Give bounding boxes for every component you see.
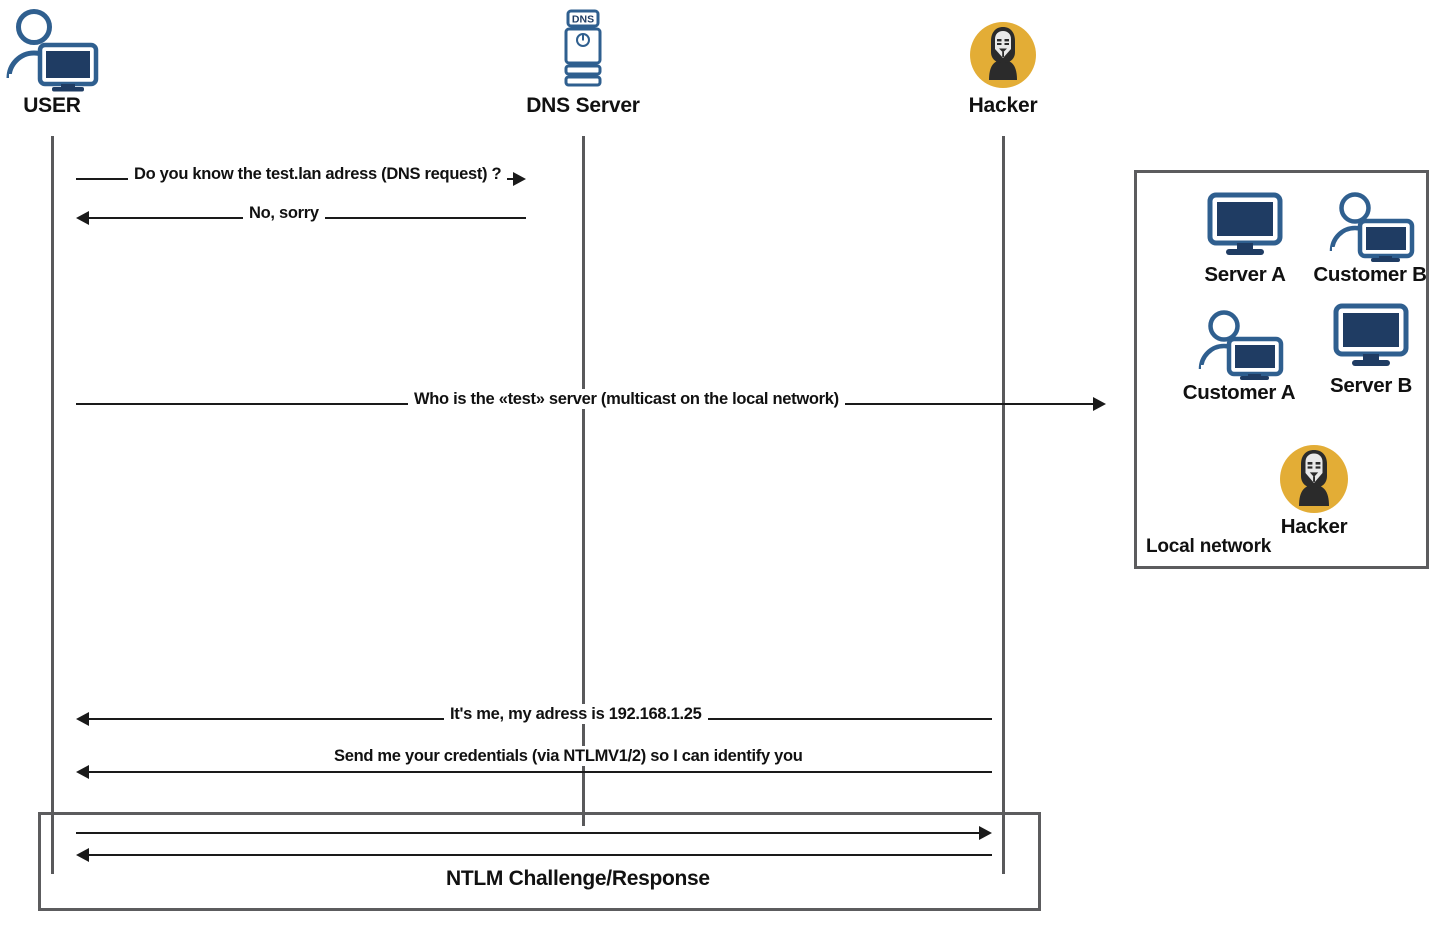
message-label-1: Do you know the test.lan adress (DNS req… — [128, 164, 508, 184]
message-line — [89, 854, 992, 856]
arrowhead-left-icon — [76, 712, 89, 726]
node-label-customer-b: Customer B — [1313, 263, 1427, 286]
user-computer-icon — [1313, 192, 1427, 262]
arrowhead-right-icon — [1093, 397, 1106, 411]
svg-text:DNS: DNS — [572, 14, 594, 26]
lifeline-user — [51, 136, 54, 874]
arrowhead-left-icon — [76, 765, 89, 779]
monitor-icon — [1316, 303, 1426, 373]
message-label-2: No, sorry — [243, 203, 325, 223]
message-5 — [76, 761, 992, 783]
actor-user: USER — [0, 8, 132, 118]
actor-hacker: Hacker — [923, 8, 1083, 118]
ntlm-fragment-box — [38, 812, 1041, 911]
fragment-arrow-1 — [76, 822, 992, 844]
arrowhead-left-icon — [76, 848, 89, 862]
message-line — [76, 832, 979, 834]
actor-label-user: USER — [23, 94, 81, 117]
node-label-customer-a: Customer A — [1182, 381, 1296, 404]
node-label-server-a: Server A — [1204, 263, 1286, 286]
lifeline-dns — [582, 136, 585, 826]
node-label-server-b: Server B — [1330, 374, 1412, 397]
message-label-4: It's me, my adress is 192.168.1.25 — [444, 704, 708, 724]
arrowhead-right-icon — [513, 172, 526, 186]
node-customer-a: Customer A — [1182, 310, 1296, 405]
fragment-arrow-2 — [76, 844, 992, 866]
dns-server-icon: DNS — [503, 8, 663, 92]
message-line — [89, 771, 992, 773]
lifeline-hacker — [1002, 136, 1005, 874]
message-label-3: Who is the «test» server (multicast on t… — [408, 389, 845, 409]
actor-label-dns-server: DNS Server — [526, 94, 640, 117]
node-label-hacker-local: Hacker — [1280, 515, 1348, 538]
fragment-label: NTLM Challenge/Response — [440, 868, 716, 889]
monitor-icon — [1190, 192, 1300, 262]
actor-label-hacker: Hacker — [968, 94, 1038, 117]
message-label-5: Send me your credentials (via NTLMV1/2) … — [328, 746, 809, 766]
hacker-avatar-icon — [923, 8, 1083, 92]
hacker-avatar-icon — [1258, 444, 1370, 514]
node-hacker-local: Hacker — [1258, 444, 1370, 539]
node-server-b: Server B — [1316, 303, 1426, 398]
local-network-box — [1134, 170, 1429, 569]
node-customer-b: Customer B — [1313, 192, 1427, 287]
local-network-caption: Local network — [1146, 536, 1272, 557]
actor-dns-server: DNS DNS Server — [503, 8, 663, 118]
user-computer-icon — [1182, 310, 1296, 380]
user-computer-icon — [0, 8, 132, 92]
node-server-a: Server A — [1190, 192, 1300, 287]
arrowhead-left-icon — [76, 211, 89, 225]
arrowhead-right-icon — [979, 826, 992, 840]
